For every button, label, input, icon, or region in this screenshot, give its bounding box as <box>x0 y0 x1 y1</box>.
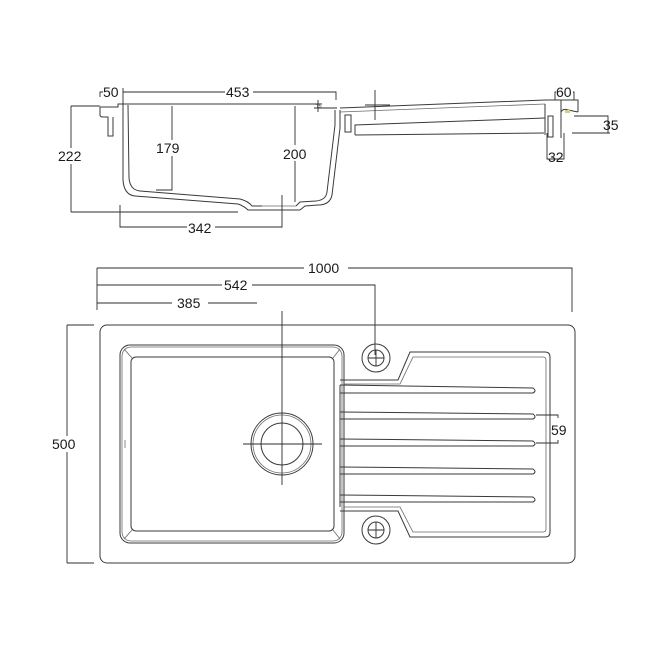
dim-bowl-depth-shallow: 179 <box>156 106 184 191</box>
groove-1 <box>339 384 536 394</box>
tap-hole-top <box>361 343 391 373</box>
dim-label-15: 15 <box>316 104 322 110</box>
dim-overall-width: 500 <box>52 324 94 564</box>
sink-outline <box>99 324 576 564</box>
dim-label-342: 342 <box>188 220 212 236</box>
dim-overall-length: 1000 <box>96 260 573 312</box>
tap-hole-bottom <box>361 515 391 545</box>
tap-hole-centerline <box>365 90 390 120</box>
dim-bowl-depth-deep: 200 <box>283 106 311 202</box>
dim-label-59: 59 <box>551 422 567 438</box>
dim-label-179: 179 <box>156 140 180 156</box>
dim-groove-pitch: 59 <box>536 414 567 444</box>
dim-label-222: 222 <box>58 148 82 164</box>
groove-4 <box>339 466 536 475</box>
dim-label-500: 500 <box>52 436 76 452</box>
dim-edge-lip: 60 <box>554 84 575 100</box>
drainer-grooves <box>339 384 536 503</box>
dim-label-60: 60 <box>556 84 572 100</box>
section-view: 50 453 15 222 179 <box>58 84 619 236</box>
dim-label-200: 200 <box>283 146 307 162</box>
dim-rim-width: 50 <box>99 84 121 100</box>
dim-overall-depth: 222 <box>58 105 238 213</box>
dim-label-542: 542 <box>224 277 248 293</box>
dim-label-385: 385 <box>177 295 201 311</box>
dim-bowl-base-length: 342 <box>119 195 283 236</box>
groove-5 <box>339 494 536 503</box>
waste-centerline <box>243 311 322 485</box>
dim-label-50: 50 <box>103 84 119 100</box>
section-profile <box>99 99 579 211</box>
dim-label-32: 32 <box>548 149 564 165</box>
dim-label-1000: 1000 <box>308 260 339 276</box>
dim-waste-offset: 385 <box>97 295 257 311</box>
groove-3 <box>339 438 536 447</box>
dim-label-453: 453 <box>226 84 250 100</box>
waste-outlet <box>243 311 322 485</box>
plan-view: 1000 542 385 500 <box>52 260 576 564</box>
dim-small-offset: 15 <box>314 100 337 112</box>
dim-bowl-top-width: 453 <box>122 84 337 105</box>
dim-leg-width: 32 <box>546 133 565 165</box>
groove-2 <box>339 411 536 420</box>
dim-label-35: 35 <box>603 117 619 133</box>
dim-edge-height: 35 <box>572 115 619 134</box>
drainer <box>339 351 551 538</box>
seal-marker <box>565 110 570 113</box>
dim-tap-hole-offset: 542 <box>97 277 376 355</box>
main-bowl <box>119 344 345 544</box>
